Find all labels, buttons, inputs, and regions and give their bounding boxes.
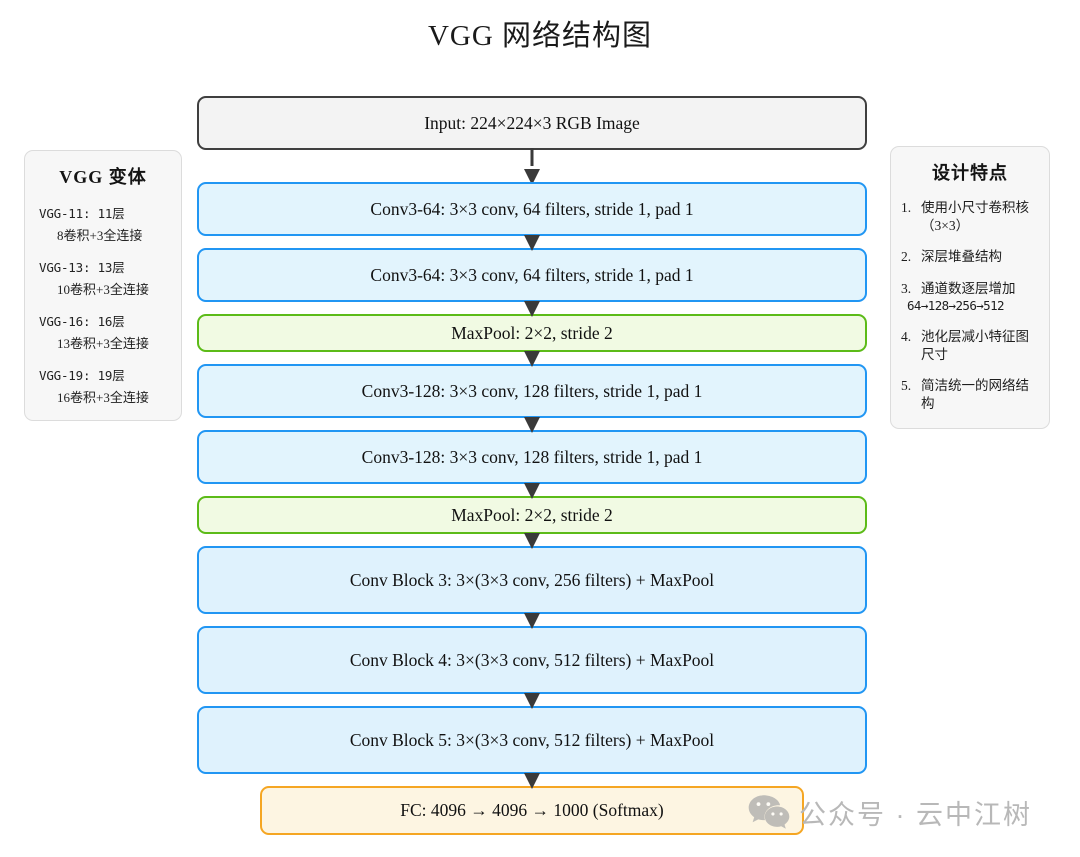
- design-features-panel: 设计特点 1. 使用小尺寸卷积核（3×3） 2. 深层堆叠结构 3. 通道数逐层…: [890, 146, 1050, 429]
- flow-node-fc: FC: 4096 → 4096 → 1000 (Softmax): [260, 786, 804, 835]
- feature-item: 5. 简洁统一的网络结构: [901, 377, 1039, 413]
- page-title: VGG 网络结构图: [427, 20, 653, 52]
- feature-number: 5.: [901, 378, 912, 394]
- flow-arrow-gap: [197, 301, 867, 317]
- down-arrow-icon: [524, 301, 540, 317]
- down-arrow-icon: [524, 483, 540, 499]
- flow-arrow-gap: [197, 613, 867, 629]
- feature-item: 3. 通道数逐层增加 64→128→256→512: [901, 280, 1039, 315]
- variant-item: VGG-19: 19层 16卷积+3全连接: [35, 365, 171, 406]
- down-arrow-icon: [524, 417, 540, 433]
- feature-number: 2.: [901, 249, 912, 265]
- variant-detail: 8卷积+3全连接: [57, 228, 143, 243]
- variant-name: VGG-16: 16层: [39, 314, 125, 329]
- flow-node-conv1-1: Conv3-64: 3×3 conv, 64 filters, stride 1…: [197, 182, 867, 236]
- feature-number: 3.: [901, 280, 912, 296]
- variant-detail: 13卷积+3全连接: [57, 336, 149, 351]
- flow-arrow-gap: [197, 417, 867, 433]
- watermark: 公众号 · 云中江树: [748, 793, 1032, 832]
- flow-arrow-gap: [197, 773, 867, 789]
- feature-item: 4. 池化层减小特征图尺寸: [901, 328, 1039, 364]
- feature-text: 深层堆叠结构: [921, 249, 1002, 265]
- vgg-variants-panel: VGG 变体 VGG-11: 11层 8卷积+3全连接 VGG-13: 13层 …: [24, 150, 182, 421]
- flow-node-conv1-2: Conv3-64: 3×3 conv, 64 filters, stride 1…: [197, 248, 867, 302]
- variant-name: VGG-13: 13层: [39, 260, 125, 275]
- feature-text: 简洁统一的网络结构: [921, 378, 1029, 412]
- flow-arrow-gap: [197, 533, 867, 549]
- variant-detail: 16卷积+3全连接: [57, 390, 149, 405]
- down-arrow-icon: [524, 533, 540, 549]
- variant-name: VGG-19: 19层: [39, 368, 125, 383]
- variant-detail: 10卷积+3全连接: [57, 282, 149, 297]
- feature-text: 使用小尺寸卷积核（3×3）: [921, 200, 1029, 234]
- flow-node-block3: Conv Block 3: 3×(3×3 conv, 256 filters) …: [197, 546, 867, 614]
- flow-node-block5: Conv Block 5: 3×(3×3 conv, 512 filters) …: [197, 706, 867, 774]
- flow-node-conv2-1: Conv3-128: 3×3 conv, 128 filters, stride…: [197, 364, 867, 418]
- feature-item: 1. 使用小尺寸卷积核（3×3）: [901, 199, 1039, 235]
- flow-arrow-gap: [197, 483, 867, 499]
- watermark-text: 公众号 · 云中江树: [799, 800, 1032, 830]
- down-arrow-icon: [524, 351, 540, 367]
- flow-arrow-gap: [197, 235, 867, 251]
- channel-progression: 64→128→256→512: [907, 297, 1005, 313]
- features-panel-title: 设计特点: [932, 163, 1008, 183]
- feature-number: 1.: [901, 200, 912, 215]
- variant-name: VGG-11: 11层: [39, 206, 125, 221]
- down-arrow-icon: [524, 235, 540, 251]
- variant-item: VGG-13: 13层 10卷积+3全连接: [35, 257, 171, 298]
- feature-item: 2. 深层堆叠结构: [901, 248, 1039, 266]
- wechat-icon: [748, 794, 790, 829]
- feature-text: 池化层减小特征图尺寸: [921, 328, 1029, 362]
- down-arrow-icon: [524, 693, 540, 709]
- variant-item: VGG-11: 11层 8卷积+3全连接: [35, 203, 171, 244]
- network-flow-diagram: Input: 224×224×3 RGB Image Conv3-64: 3×3…: [197, 96, 867, 835]
- flow-node-conv2-2: Conv3-128: 3×3 conv, 128 filters, stride…: [197, 430, 867, 484]
- flow-arrow-gap: [197, 693, 867, 709]
- down-arrow-icon: [524, 613, 540, 629]
- feature-number: 4.: [901, 328, 912, 344]
- flow-node-pool2: MaxPool: 2×2, stride 2: [197, 496, 867, 534]
- flow-node-input: Input: 224×224×3 RGB Image: [197, 96, 867, 150]
- feature-text: 通道数逐层增加 64→128→256→512: [907, 280, 1039, 315]
- flow-node-block4: Conv Block 4: 3×(3×3 conv, 512 filters) …: [197, 626, 867, 694]
- feature-text-main: 通道数逐层增加: [921, 280, 1016, 296]
- variants-panel-title: VGG 变体: [59, 167, 147, 187]
- flow-arrow-gap: [197, 351, 867, 367]
- down-arrow-icon: [524, 148, 540, 185]
- variant-item: VGG-16: 16层 13卷积+3全连接: [35, 311, 171, 352]
- flow-arrow-gap: [197, 148, 867, 185]
- flow-node-pool1: MaxPool: 2×2, stride 2: [197, 314, 867, 352]
- down-arrow-icon: [524, 773, 540, 789]
